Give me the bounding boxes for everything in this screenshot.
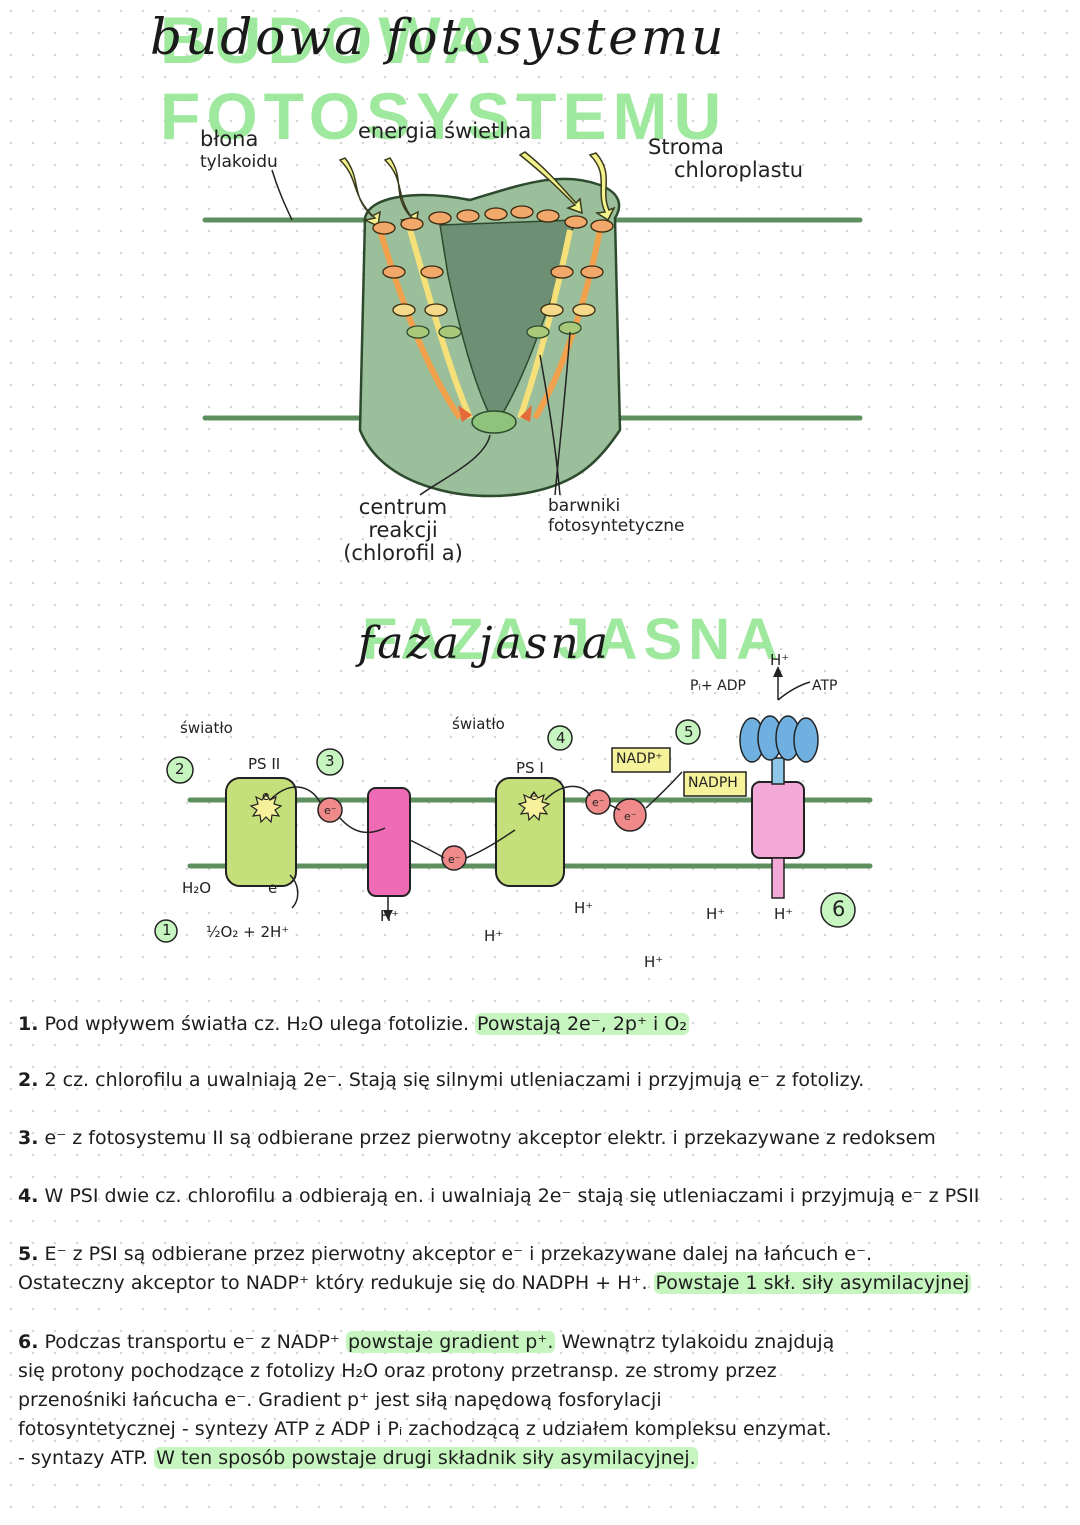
stroma-label: Stroma chloroplastu (648, 136, 803, 182)
note-3-number: 3. (18, 1127, 38, 1149)
atp-label: ATP (812, 678, 837, 695)
step-number-2: 2 (175, 761, 185, 778)
note-4-number: 4. (18, 1185, 38, 1207)
note-4: 4. W PSI dwie cz. chlorofilu a odbierają… (18, 1182, 1070, 1211)
photolysis-electron: e⁻ (268, 880, 285, 897)
note-6-number: 6. (18, 1331, 38, 1353)
note-5-text2: Ostateczny akceptor to NADP⁺ który reduk… (18, 1272, 647, 1294)
reaction-center-line1: centrum (338, 496, 468, 519)
reaction-center-line3: (chlorofil a) (338, 542, 468, 565)
note-6-highlight-a: powstaje gradient p⁺. (346, 1331, 555, 1353)
step-number-5: 5 (684, 724, 694, 741)
note-5-highlight: Powstaje 1 skł. siły asymilacyjnej (654, 1272, 972, 1294)
note-6-line4: fotosyntetycznej - syntezy ATP z ADP i P… (18, 1415, 1070, 1444)
membrane-label: błona tylakoidu (200, 128, 278, 174)
note-6-line2: się protony pochodzące z fotolizy H₂O or… (18, 1357, 1070, 1386)
h-plus-1: H⁺ (380, 908, 399, 925)
electron-label-psi: e (530, 788, 537, 805)
electron-label-2: e⁻ (448, 851, 461, 868)
light-label-1: światło (180, 720, 233, 737)
nadp-label: NADP⁺ (616, 751, 663, 768)
note-5-text: E⁻ z PSI są odbierane przez pierwotny ak… (45, 1243, 873, 1265)
note-6: 6. Podczas transportu e⁻ z NADP⁺ powstaj… (18, 1328, 1070, 1473)
note-6-line5: - syntazy ATP. (18, 1447, 148, 1469)
note-1-text: Pod wpływem światła cz. H₂O ulega fotoli… (45, 1013, 470, 1035)
note-3: 3. e⁻ z fotosystemu II są odbierane prze… (18, 1124, 1070, 1153)
note-4-text: W PSI dwie cz. chlorofilu a odbierają en… (45, 1185, 980, 1207)
pigments-line1: barwniki (548, 496, 685, 516)
note-1-highlight: Powstają 2e⁻, 2p⁺ i O₂ (475, 1013, 689, 1035)
note-6-text-a: Podczas transportu e⁻ z NADP⁺ (45, 1331, 340, 1353)
step-number-3: 3 (325, 753, 335, 770)
pi-adp-label: Pᵢ+ ADP (690, 678, 746, 695)
psii-label: PS II (248, 756, 280, 773)
pigments-label: barwniki fotosyntetyczne (548, 496, 685, 536)
stroma-label-line1: Stroma (648, 136, 803, 159)
note-2-number: 2. (18, 1069, 38, 1091)
electron-label-1: e⁻ (324, 802, 337, 819)
step-number-1: 1 (162, 922, 172, 939)
electron-label-4: e⁻ (624, 808, 637, 825)
step-number-6: 6 (832, 898, 845, 921)
note-6-text-b: Wewnątrz tylakoidu znajdują (561, 1331, 834, 1353)
page-title: budowa fotosystemu (150, 8, 727, 66)
light-label-2: światło (452, 716, 505, 733)
note-2: 2. 2 cz. chlorofilu a uwalniają 2e⁻. Sta… (18, 1066, 1070, 1095)
h-plus-4: H⁺ (706, 906, 725, 923)
h-plus-2: H⁺ (484, 928, 503, 945)
water-label: H₂O (182, 880, 211, 897)
stroma-label-line2: chloroplastu (674, 159, 803, 182)
note-6-highlight-b: W ten sposób powstaje drugi składnik sił… (154, 1447, 698, 1469)
reaction-center-label: centrum reakcji (chlorofil a) (338, 496, 468, 565)
light-energy-label: energia świetlna (358, 120, 531, 143)
membrane-label-line1: błona (200, 128, 278, 151)
note-2-text: 2 cz. chlorofilu a uwalniają 2e⁻. Stają … (45, 1069, 865, 1091)
photosystem-diagram (0, 100, 1080, 600)
psi-label: PS I (516, 760, 544, 777)
nadph-label: NADPH (688, 775, 738, 792)
step-number-4: 4 (556, 730, 566, 747)
electron-label-3: e⁻ (592, 794, 605, 811)
membrane-label-line2: tylakoidu (200, 151, 278, 174)
note-5: 5. E⁻ z PSI są odbierane przez pierwotny… (18, 1240, 1070, 1298)
water-products-label: ½O₂ + 2H⁺ (206, 924, 289, 941)
note-5-number: 5. (18, 1243, 38, 1265)
note-1-number: 1. (18, 1013, 38, 1035)
reaction-center-line2: reakcji (338, 519, 468, 542)
electron-label-psii: e (262, 788, 269, 805)
pigments-line2: fotosyntetyczne (548, 516, 685, 536)
h-plus-label: H⁺ (770, 652, 789, 669)
h-plus-6: H⁺ (644, 954, 663, 971)
h-plus-3: H⁺ (574, 900, 593, 917)
note-3-text: e⁻ z fotosystemu II są odbierane przez p… (45, 1127, 936, 1149)
note-1: 1. Pod wpływem światła cz. H₂O ulega fot… (18, 1010, 1070, 1039)
note-6-line3: przenośniki łańcucha e⁻. Gradient p⁺ jes… (18, 1386, 1070, 1415)
h-plus-5: H⁺ (774, 906, 793, 923)
